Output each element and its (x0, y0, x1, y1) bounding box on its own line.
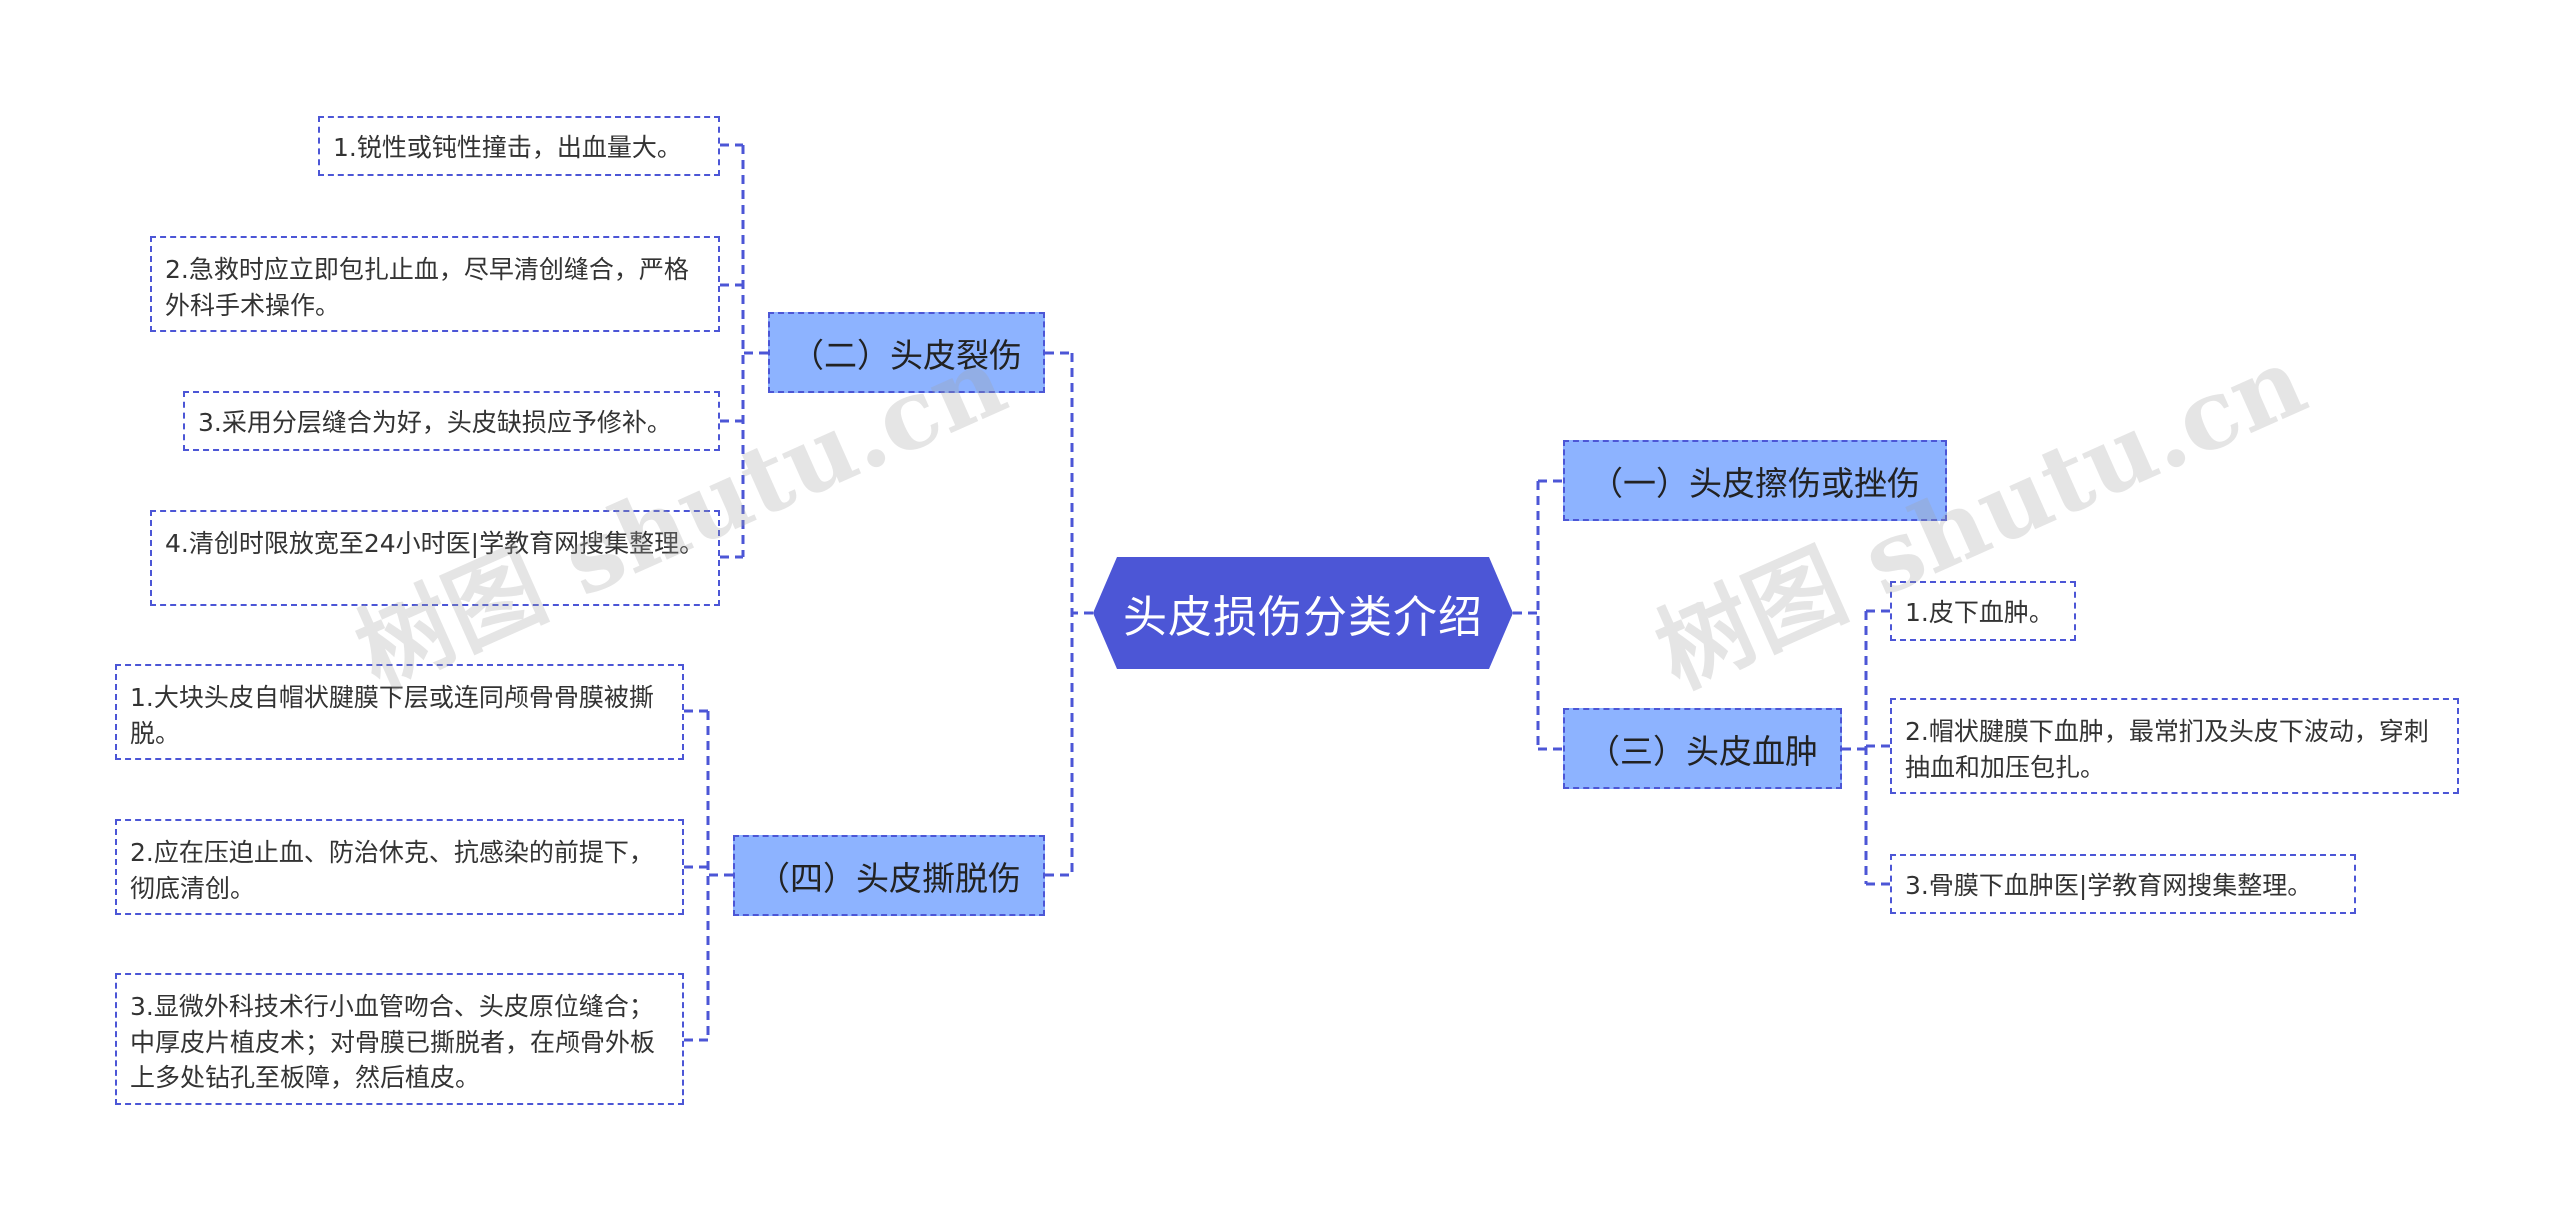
branch-hematoma[interactable]: （三）头皮血肿 (1563, 708, 1842, 789)
leaf-text: 1.皮下血肿。 (1905, 598, 2054, 627)
root-topic[interactable]: 头皮损伤分类介绍 (1093, 557, 1513, 669)
branch-avulsion-label: （四）头皮撕脱伤 (757, 858, 1021, 898)
leaf-text: 3.采用分层缝合为好，头皮缺损应予修补。 (198, 408, 672, 437)
leaf-text: 3.显微外科技术行小血管吻合、头皮原位缝合；中厚皮片植皮术；对骨膜已撕脱者，在颅… (130, 992, 656, 1092)
root-title: 头皮损伤分类介绍 (1123, 592, 1483, 643)
leaf-hematoma-1[interactable]: 1.皮下血肿。 (1890, 581, 2076, 641)
leaf-laceration-1[interactable]: 1.锐性或钝性撞击，出血量大。 (318, 116, 720, 176)
leaf-avulsion-1[interactable]: 1.大块头皮自帽状腱膜下层或连同颅骨骨膜被撕脱。 (115, 664, 684, 760)
branch-laceration[interactable]: （二）头皮裂伤 (768, 312, 1045, 393)
leaf-laceration-4[interactable]: 4.清创时限放宽至24小时医|学教育网搜集整理。 (150, 510, 720, 606)
leaf-text: 4.清创时限放宽至24小时医|学教育网搜集整理。 (165, 529, 705, 558)
branch-abrasion-label: （一）头皮擦伤或挫伤 (1590, 463, 1920, 503)
branch-avulsion[interactable]: （四）头皮撕脱伤 (733, 835, 1045, 916)
leaf-text: 2.帽状腱膜下血肿，最常扪及头皮下波动，穿刺抽血和加压包扎。 (1905, 717, 2429, 782)
leaf-text: 2.应在压迫止血、防治休克、抗感染的前提下，彻底清创。 (130, 838, 654, 903)
leaf-avulsion-3[interactable]: 3.显微外科技术行小血管吻合、头皮原位缝合；中厚皮片植皮术；对骨膜已撕脱者，在颅… (115, 973, 684, 1105)
leaf-text: 2.急救时应立即包扎止血，尽早清创缝合，严格外科手术操作。 (165, 255, 689, 320)
leaf-text: 1.大块头皮自帽状腱膜下层或连同颅骨骨膜被撕脱。 (130, 683, 654, 748)
branch-laceration-label: （二）头皮裂伤 (791, 335, 1022, 375)
leaf-laceration-2[interactable]: 2.急救时应立即包扎止血，尽早清创缝合，严格外科手术操作。 (150, 236, 720, 332)
leaf-avulsion-2[interactable]: 2.应在压迫止血、防治休克、抗感染的前提下，彻底清创。 (115, 819, 684, 915)
leaf-text: 1.锐性或钝性撞击，出血量大。 (333, 133, 682, 162)
leaf-hematoma-2[interactable]: 2.帽状腱膜下血肿，最常扪及头皮下波动，穿刺抽血和加压包扎。 (1890, 698, 2459, 794)
leaf-text: 3.骨膜下血肿医|学教育网搜集整理。 (1905, 871, 2313, 900)
leaf-hematoma-3[interactable]: 3.骨膜下血肿医|学教育网搜集整理。 (1890, 854, 2356, 914)
branch-abrasion[interactable]: （一）头皮擦伤或挫伤 (1563, 440, 1947, 521)
leaf-laceration-3[interactable]: 3.采用分层缝合为好，头皮缺损应予修补。 (183, 391, 720, 451)
branch-hematoma-label: （三）头皮血肿 (1587, 731, 1818, 771)
